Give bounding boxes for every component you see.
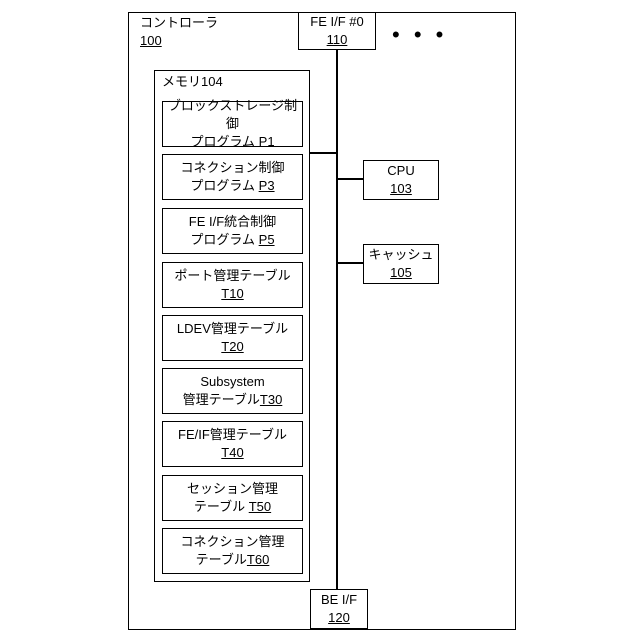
memory-bus-link	[310, 152, 337, 154]
fe-if-label: FE I/F #0	[310, 13, 363, 31]
item-ref: T10	[221, 286, 243, 301]
cache-ref: 105	[390, 264, 412, 282]
cache-box: キャッシュ 105	[363, 244, 439, 284]
memory-item-t10: ポート管理テーブル T10	[162, 262, 303, 308]
memory-item-t20: LDEV管理テーブル T20	[162, 315, 303, 361]
item-line2: T10	[221, 285, 243, 303]
item-line1: FE/IF管理テーブル	[178, 426, 287, 444]
item-ref: T20	[221, 339, 243, 354]
item-ref: T40	[221, 445, 243, 460]
cpu-bus-link	[336, 178, 363, 180]
memory-item-t50: セッション管理 テーブル T50	[162, 475, 303, 521]
item-ref: T50	[249, 499, 271, 514]
cpu-ref: 103	[390, 180, 412, 198]
memory-item-p1: ブロックストレージ制御 プログラム P1	[162, 101, 303, 147]
controller-label: コントローラ	[140, 14, 218, 32]
item-line2: 管理テーブルT30	[183, 391, 283, 409]
item-line2: プログラム P5	[190, 231, 274, 249]
item-ref: T30	[260, 392, 282, 407]
memory-label: メモリ104	[162, 73, 223, 91]
item-line1: セッション管理	[187, 480, 278, 498]
item-line1: FE I/F統合制御	[189, 213, 276, 231]
item-line2: テーブルT60	[196, 551, 270, 569]
item-line1: コネクション制御	[180, 159, 284, 177]
item-line2-text: プログラム	[190, 232, 258, 247]
item-line2-text: テーブル	[196, 552, 247, 567]
item-line2-text: プログラム	[190, 178, 258, 193]
ellipsis: • • •	[392, 24, 447, 46]
fe-if-box: FE I/F #0 110	[298, 12, 376, 50]
item-ref: T60	[247, 552, 269, 567]
item-line1: ブロックストレージ制御	[163, 97, 302, 133]
cpu-box: CPU 103	[363, 160, 439, 200]
item-line1: Subsystem	[200, 373, 264, 391]
item-ref: P3	[259, 178, 275, 193]
controller-name: コントローラ	[140, 15, 218, 30]
memory-item-t40: FE/IF管理テーブル T40	[162, 421, 303, 467]
memory-item-t30: Subsystem 管理テーブルT30	[162, 368, 303, 414]
item-line2: T20	[221, 338, 243, 356]
cache-bus-link	[336, 262, 363, 264]
item-ref: P5	[259, 232, 275, 247]
item-line2-text: テーブル	[194, 499, 249, 514]
item-line2: T40	[221, 444, 243, 462]
memory-item-p3: コネクション制御 プログラム P3	[162, 154, 303, 200]
memory-item-t60: コネクション管理 テーブルT60	[162, 528, 303, 574]
item-line2: テーブル T50	[194, 498, 271, 516]
item-line2-text: 管理テーブル	[183, 392, 260, 407]
bus-line	[336, 50, 338, 590]
item-line1: LDEV管理テーブル	[177, 320, 288, 338]
item-line1: ポート管理テーブル	[174, 267, 290, 285]
cpu-label: CPU	[387, 162, 414, 180]
item-line1: コネクション管理	[180, 533, 284, 551]
item-line2: プログラム P1	[190, 133, 274, 151]
cache-label: キャッシュ	[368, 246, 433, 264]
controller-ref: 100	[140, 32, 162, 50]
be-if-label: BE I/F	[321, 591, 357, 609]
memory-item-p5: FE I/F統合制御 プログラム P5	[162, 208, 303, 254]
item-line2: プログラム P3	[190, 177, 274, 195]
item-line2-text: プログラム P1	[190, 134, 274, 149]
fe-if-ref: 110	[327, 31, 348, 49]
be-if-box: BE I/F 120	[310, 589, 368, 629]
be-if-ref: 120	[328, 609, 350, 627]
